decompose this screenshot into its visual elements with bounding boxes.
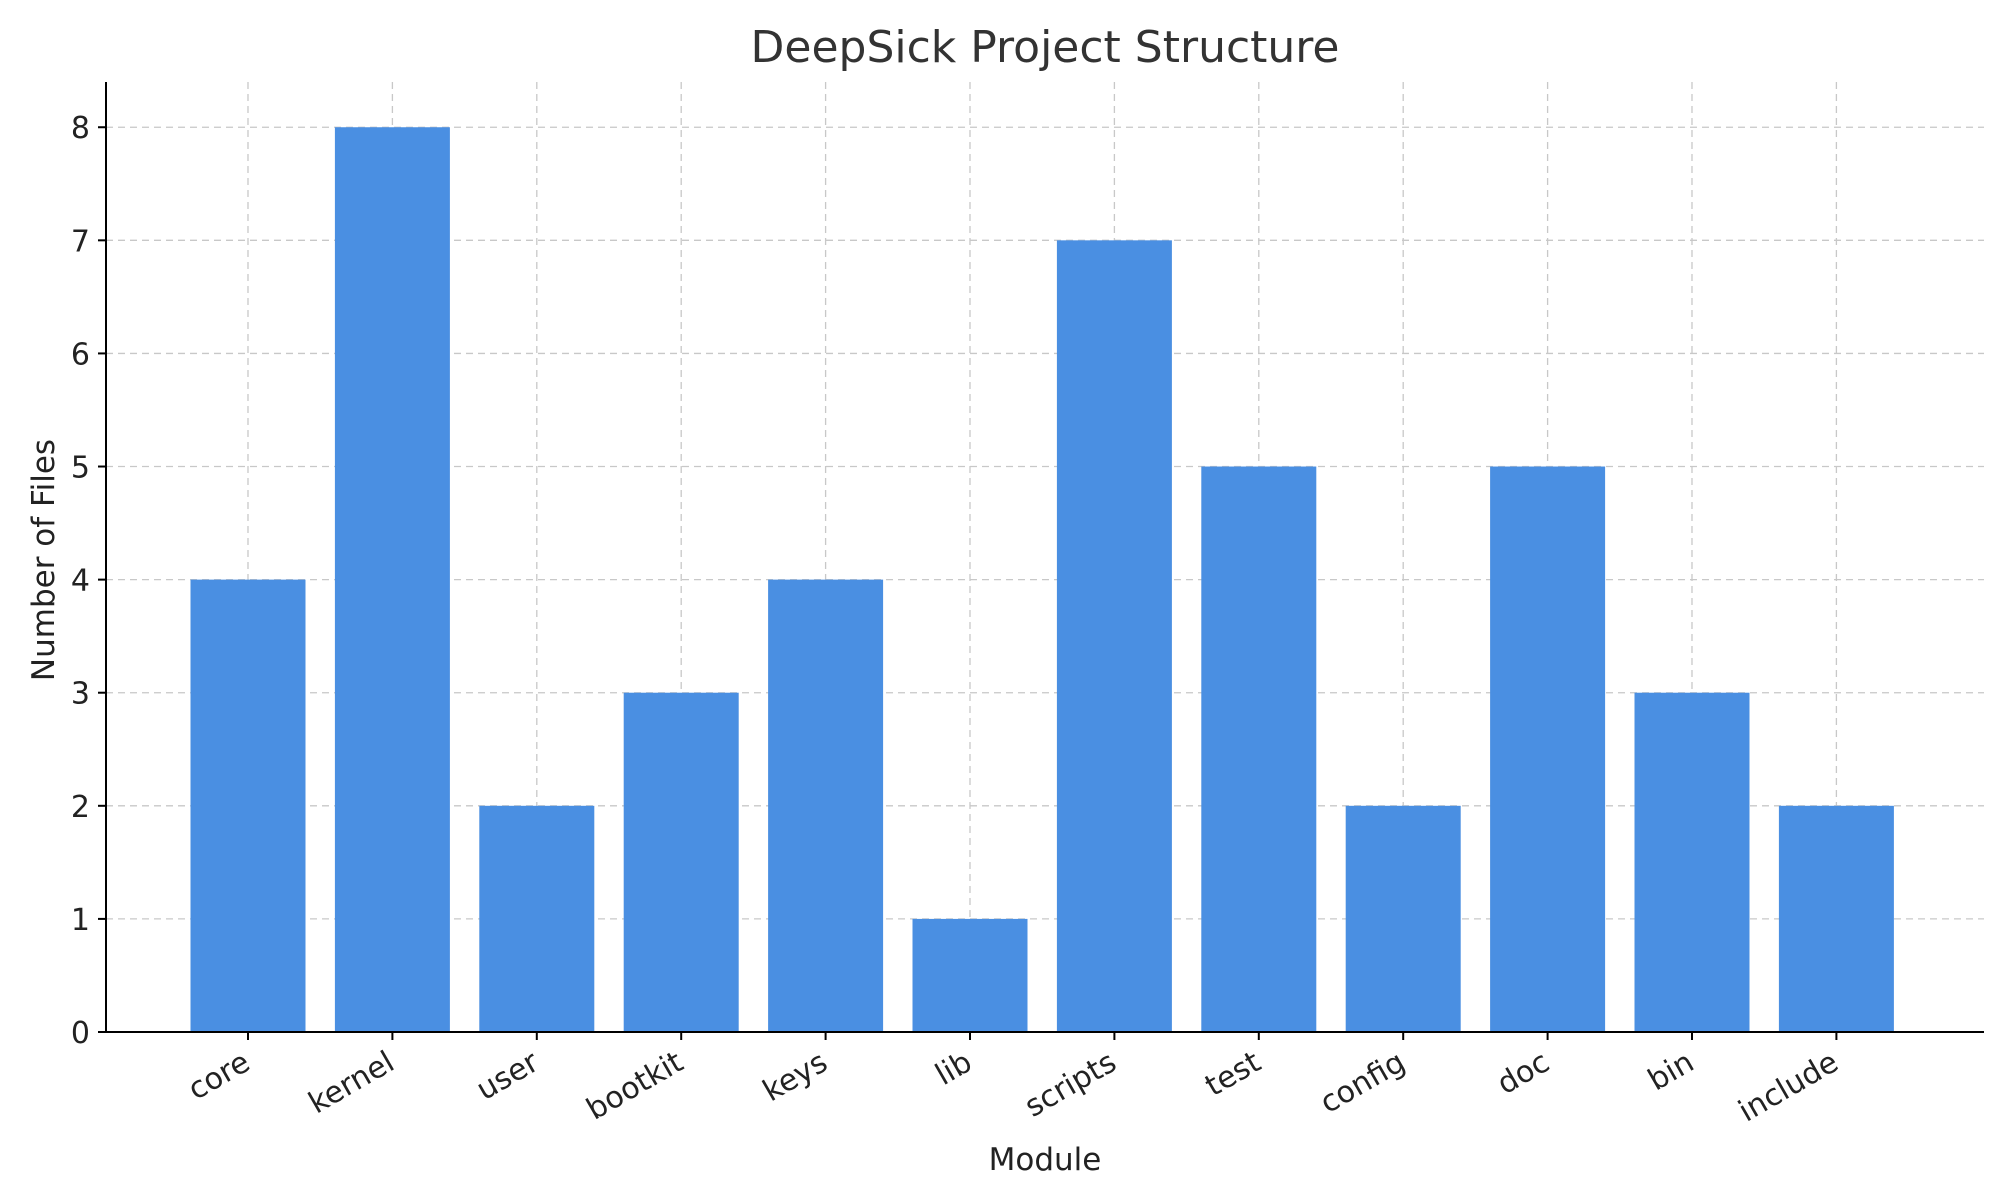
y-ticks: 0 1 2 3 4 5 6 7 8 (71, 111, 106, 1051)
y-tick-label: 5 (71, 451, 90, 486)
x-tick-label-kernel: kernel (303, 1045, 400, 1121)
bar-bootkit (623, 692, 739, 1032)
bar-config (1345, 805, 1461, 1032)
y-tick-label: 7 (71, 224, 90, 259)
bar-scripts (1056, 240, 1172, 1033)
y-tick-label: 6 (71, 337, 90, 372)
bar-core (190, 579, 306, 1032)
x-tick-label-config: config (1314, 1045, 1411, 1121)
x-axis-label: Module (989, 1142, 1102, 1178)
x-tick-label-include: include (1733, 1045, 1845, 1130)
bar-lib (912, 918, 1028, 1032)
x-tick-label-core: core (182, 1045, 256, 1108)
bar-doc (1490, 466, 1606, 1032)
x-tick-label-lib: lib (930, 1045, 978, 1093)
y-tick-label: 3 (71, 677, 90, 712)
x-tick-label-scripts: scripts (1019, 1045, 1122, 1125)
y-tick-label: 0 (71, 1016, 90, 1051)
x-tick-label-bin: bin (1642, 1045, 1700, 1099)
y-tick-label: 8 (71, 111, 90, 146)
bar-kernel (334, 127, 450, 1032)
y-tick-label: 1 (71, 903, 90, 938)
bar-test (1201, 466, 1317, 1032)
bar-bin (1634, 692, 1750, 1032)
x-tick-label-user: user (471, 1044, 546, 1107)
x-tick-label-test: test (1199, 1045, 1267, 1104)
bars (190, 127, 1894, 1033)
y-tick-label: 4 (71, 564, 90, 599)
chart-title: DeepSick Project Structure (751, 22, 1340, 73)
x-tick-label-bootkit: bootkit (581, 1045, 690, 1128)
bar-keys (768, 579, 884, 1032)
x-tick-label-doc: doc (1491, 1045, 1555, 1102)
x-tick-label-keys: keys (757, 1045, 834, 1109)
bar-include (1778, 805, 1894, 1032)
bar-user (479, 805, 595, 1032)
y-tick-label: 2 (71, 790, 90, 825)
y-axis-label: Number of Files (26, 439, 62, 681)
